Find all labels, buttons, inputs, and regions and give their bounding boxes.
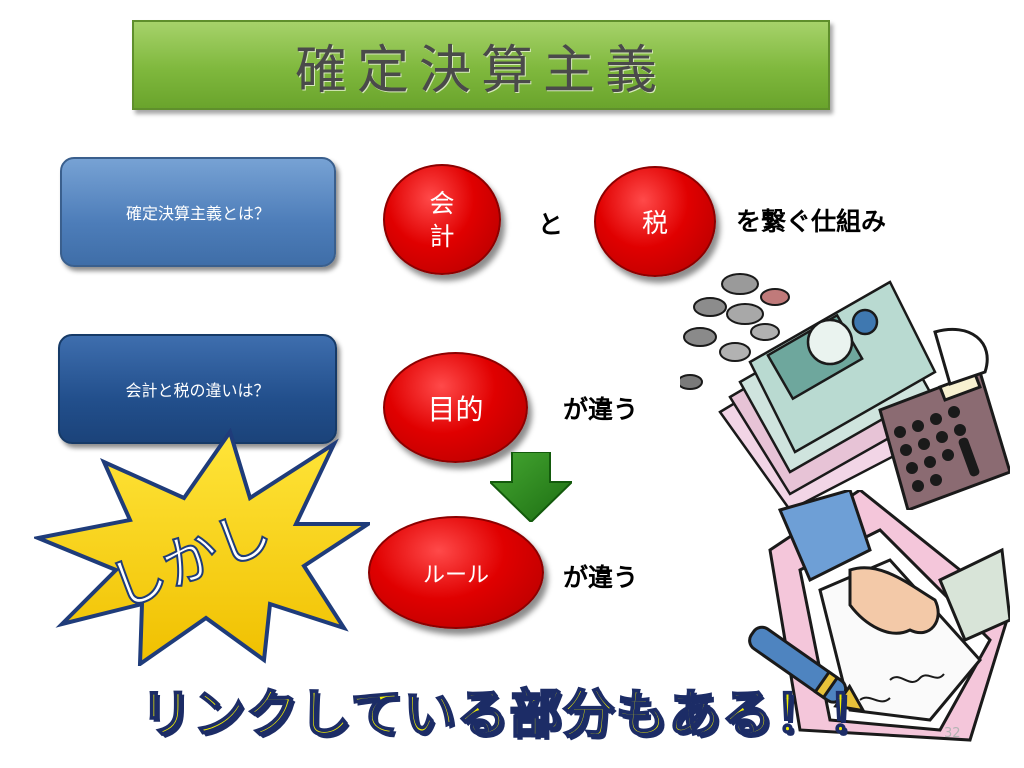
money-calculator-clipart (680, 273, 1010, 510)
question-box-chigai: 会計と税の違いは？ (58, 334, 337, 444)
oval-label: 税 (641, 209, 668, 239)
page-number: 32 (944, 726, 961, 741)
handshake-contract-clipart (748, 490, 1010, 742)
title-banner: 確定決算主義 (132, 20, 830, 110)
oval-kaikei: 会計 (383, 164, 501, 275)
question-text: 確定決算主義とは？ (125, 204, 270, 223)
chigau-label-1: が違う (563, 395, 639, 424)
tsunagu-label: を繋ぐ仕組み (736, 207, 887, 236)
oval-label: 目的 (427, 392, 484, 426)
oval-zei: 税 (594, 166, 716, 277)
oval-rule: ルール (368, 516, 544, 629)
slide-title: 確定決算主義 (294, 40, 667, 101)
down-arrow-icon (490, 452, 572, 522)
question-text: 会計と税の違いは？ (125, 381, 270, 400)
oval-mokuteki: 目的 (383, 352, 528, 463)
starburst-shape: しかし (34, 428, 370, 666)
oval-label: 会計 (429, 188, 455, 251)
oval-label: ルール (422, 562, 489, 588)
connector-label: と (538, 210, 564, 239)
chigau-label-2: が違う (563, 563, 639, 592)
bottom-statement: リンクしている部分もある！！ (139, 684, 881, 746)
question-box-kakutei: 確定決算主義とは？ (60, 157, 336, 267)
